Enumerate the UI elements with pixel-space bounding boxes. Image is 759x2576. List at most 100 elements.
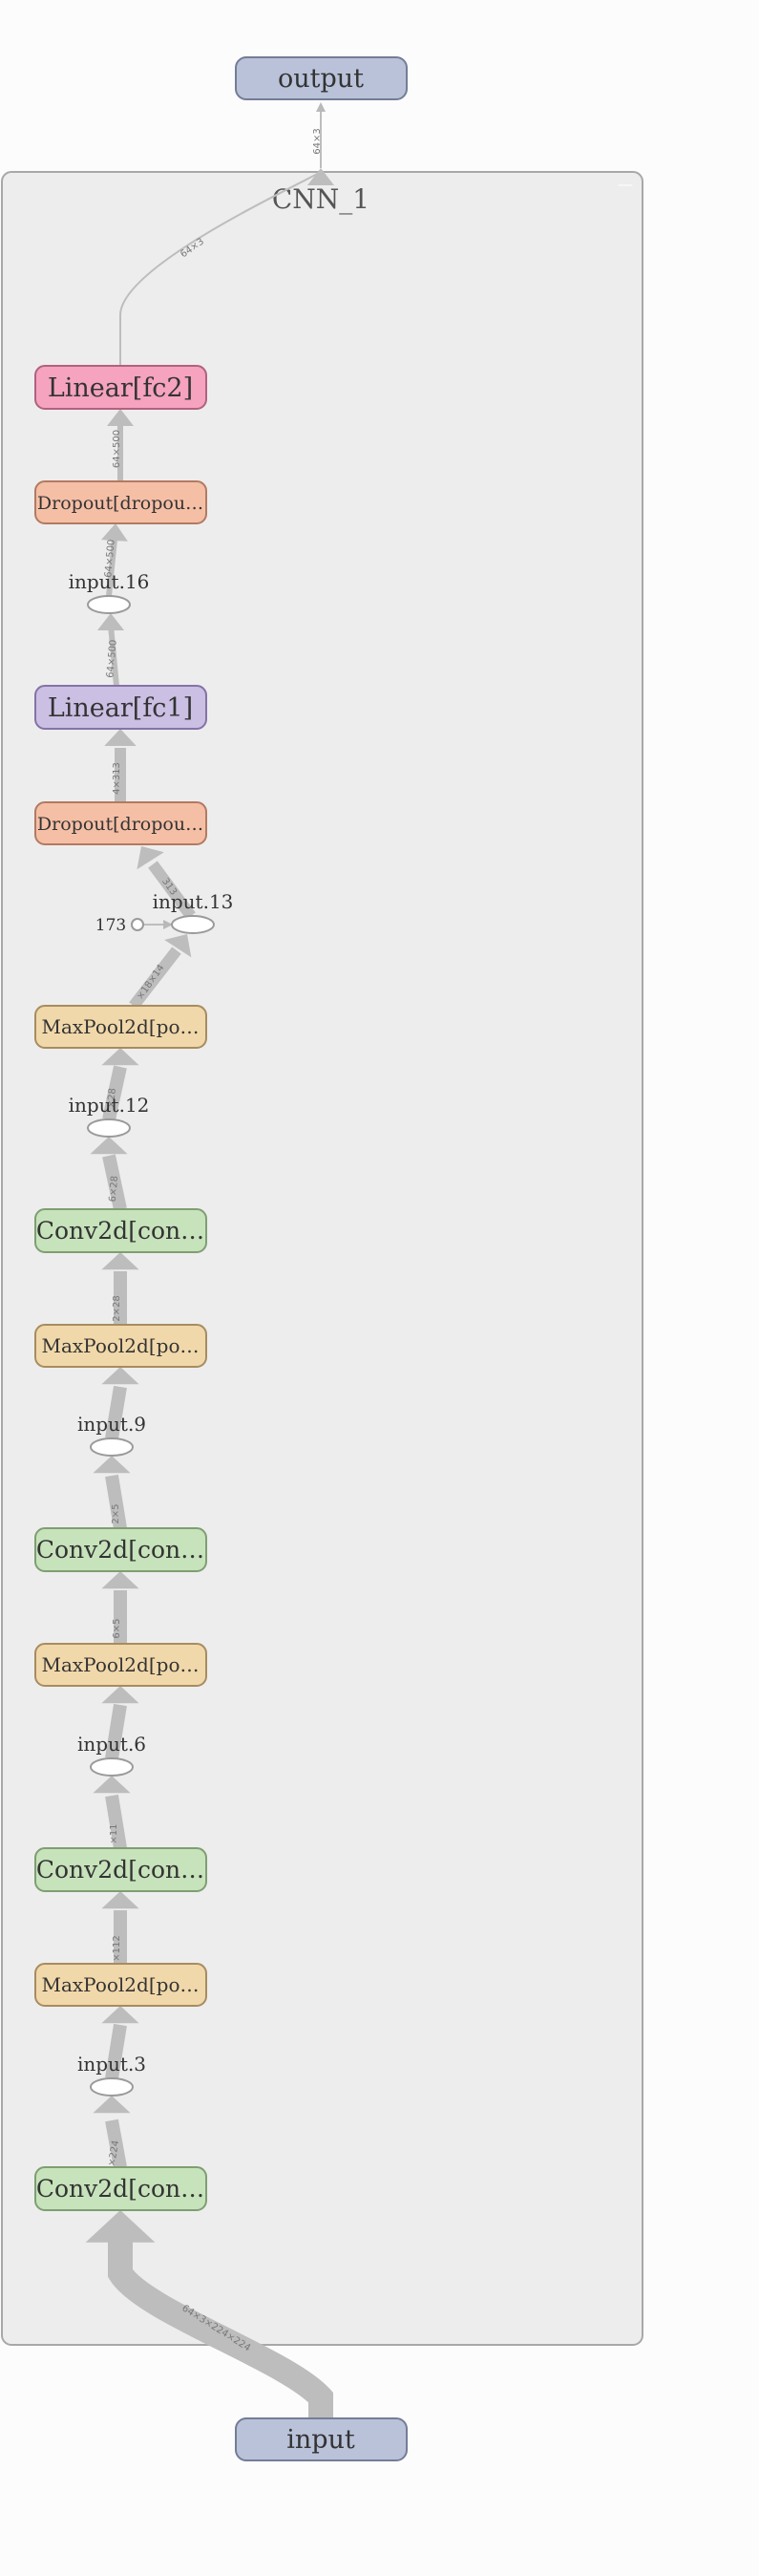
node-const-173[interactable]: 173 xyxy=(95,916,144,935)
edge-input9-to-maxpool3 xyxy=(101,1367,139,1440)
edge-conv3-to-input12: 6×28 xyxy=(90,1137,128,1211)
node-input-6[interactable]: input.6 xyxy=(77,1733,146,1777)
edge-arrowhead xyxy=(104,729,137,746)
node-output[interactable]: output xyxy=(235,56,408,100)
node-input-6-label: input.6 xyxy=(77,1733,146,1756)
edge-fc2_out-to-output: 64×3 xyxy=(312,102,326,168)
edge-label: 64×500 xyxy=(112,430,122,468)
edge-label: 2×5 xyxy=(111,1503,121,1523)
edge-arrowhead xyxy=(93,1456,131,1474)
edge-arrowhead xyxy=(101,1367,139,1385)
node-conv2d-1-label: Conv2d[con… xyxy=(36,1856,204,1884)
node-input-13[interactable]: input.13 xyxy=(153,890,234,934)
node-conv2d-3[interactable]: Conv2d[con… xyxy=(34,1208,207,1253)
node-output-label: output xyxy=(278,64,364,94)
node-input-3[interactable]: input.3 xyxy=(77,2053,146,2097)
edge-arrowhead xyxy=(101,1571,139,1589)
edge-dropout2-to-fc2: 64×500 xyxy=(107,409,134,481)
edge-input16-to-dropout2: 64×500 xyxy=(100,523,128,597)
edge-arrowhead xyxy=(107,409,134,426)
node-maxpool-3[interactable]: MaxPool2d[po… xyxy=(34,1324,207,1368)
cluster-collapse-icon[interactable]: — xyxy=(618,175,633,193)
node-linear-fc2[interactable]: Linear[fc2] xyxy=(34,365,207,410)
node-conv2d-3-label: Conv2d[con… xyxy=(36,1217,204,1245)
node-dropout-2-label: Dropout[dropou… xyxy=(37,493,203,514)
edge-line xyxy=(105,1794,127,1850)
edge-line xyxy=(102,1154,127,1211)
edge-label: 64×3 xyxy=(312,128,323,154)
edge-line xyxy=(129,947,181,1010)
edge-line xyxy=(106,539,117,597)
edge-arrowhead xyxy=(93,2096,131,2114)
edge-maxpool2-to-conv2: 6×5 xyxy=(101,1571,139,1644)
node-conv2d-2-label: Conv2d[con… xyxy=(36,1536,204,1564)
edge-label: ×112 xyxy=(112,1935,122,1961)
edge-line xyxy=(105,1703,127,1760)
edge-arrowhead xyxy=(101,1252,139,1270)
node-input-16[interactable]: input.16 xyxy=(69,570,150,614)
node-input-label: input xyxy=(286,2425,355,2455)
edge-label: ×11 xyxy=(109,1823,119,1843)
edge-conv0-to-input3: ×224 xyxy=(93,2096,131,2169)
edge-label: 2×28 xyxy=(112,1295,122,1321)
edge-label: 6×5 xyxy=(112,1618,122,1638)
edge-label: ×224 xyxy=(107,2140,122,2167)
edge-input6-to-maxpool2 xyxy=(101,1686,139,1760)
edge-arrowhead xyxy=(93,1776,131,1794)
node-linear-fc1[interactable]: Linear[fc1] xyxy=(34,685,207,730)
edge-line xyxy=(148,861,196,920)
node-maxpool-3-label: MaxPool2d[po… xyxy=(42,1334,200,1357)
edge-arrowhead xyxy=(101,1048,139,1066)
edge-arrowhead xyxy=(101,2006,139,2024)
edge-label: 6×28 xyxy=(108,1176,120,1203)
node-const-173-label: 173 xyxy=(95,916,126,935)
node-input-9-label: input.9 xyxy=(77,1413,146,1436)
node-maxpool-4-label: MaxPool2d[po… xyxy=(42,1015,200,1038)
edge-dropout1-to-fc1: 4×313 xyxy=(104,729,137,802)
node-conv2d-2[interactable]: Conv2d[con… xyxy=(34,1527,207,1572)
node-input-16-label: input.16 xyxy=(69,570,150,593)
node-input-12[interactable]: input.12 xyxy=(69,1094,150,1138)
node-input-9[interactable]: input.9 xyxy=(77,1413,146,1457)
node-maxpool-1[interactable]: MaxPool2d[po… xyxy=(34,1963,207,2007)
node-linear-fc1-label: Linear[fc1] xyxy=(48,693,193,723)
node-dropout-2[interactable]: Dropout[dropou… xyxy=(34,480,207,524)
edge-conv1-to-input6: ×11 xyxy=(93,1776,131,1850)
node-conv2d-0[interactable]: Conv2d[con… xyxy=(34,2166,207,2211)
edge-line xyxy=(119,171,322,366)
edge-fc1-to-input16: 64×500 xyxy=(97,613,124,687)
edge-arrowhead xyxy=(85,2210,156,2243)
edge-line xyxy=(108,625,119,687)
edge-input12-to-maxpool4: ×28 xyxy=(101,1048,139,1121)
node-conv2d-1[interactable]: Conv2d[con… xyxy=(34,1847,207,1892)
node-maxpool-4[interactable]: MaxPool2d[po… xyxy=(34,1005,207,1049)
node-input-12-label: input.12 xyxy=(69,1094,150,1117)
edges-layer: 64×3×224×224×224×112×116×52×52×286×28×28… xyxy=(85,102,334,2418)
edge-line xyxy=(105,1385,127,1440)
edge-input3-to-maxpool1 xyxy=(101,2006,139,2080)
edge-arrowhead xyxy=(90,1137,128,1155)
edge-maxpool3-to-conv3: 2×28 xyxy=(101,1252,139,1325)
node-maxpool-2[interactable]: MaxPool2d[po… xyxy=(34,1643,207,1687)
cluster-title: CNN_1 xyxy=(272,183,369,215)
node-maxpool-1-label: MaxPool2d[po… xyxy=(42,1973,200,1996)
edge-line xyxy=(105,1474,127,1530)
nodes-layer: output Linear[fc2] Dropout[dropou… input… xyxy=(34,56,408,2461)
edge-arrowhead xyxy=(101,1686,139,1704)
node-linear-fc2-label: Linear[fc2] xyxy=(48,373,193,403)
edge-arrowhead xyxy=(101,1891,139,1909)
edge-line xyxy=(102,1065,127,1121)
edge-arrowhead xyxy=(307,168,334,185)
node-dropout-1[interactable]: Dropout[dropou… xyxy=(34,801,207,845)
edge-arrowhead xyxy=(164,934,192,958)
edge-line xyxy=(108,2225,333,2418)
node-input-3-label: input.3 xyxy=(77,2053,146,2076)
edge-maxpool1-to-conv1: ×112 xyxy=(101,1891,139,1964)
node-input[interactable]: input xyxy=(235,2417,408,2461)
edge-line xyxy=(105,2023,127,2080)
edge-arrowhead xyxy=(100,523,128,542)
edge-label: ×28 xyxy=(106,1088,118,1109)
edge-label: 64×500 xyxy=(103,539,116,578)
edge-arrowhead xyxy=(97,613,124,630)
